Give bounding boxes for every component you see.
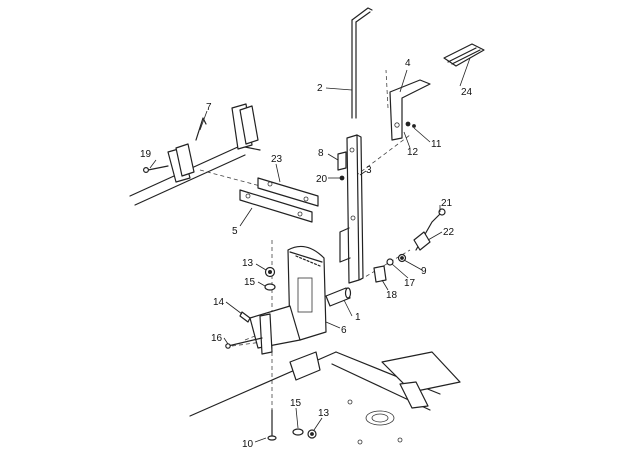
callout-17: 17 bbox=[404, 278, 416, 289]
callout-9: 9 bbox=[421, 266, 427, 277]
callout-20: 20 bbox=[316, 174, 328, 185]
callout-8: 8 bbox=[318, 148, 324, 159]
callout-13-lower: 13 bbox=[318, 408, 330, 419]
lever-arm-part-3 bbox=[339, 134, 364, 284]
fasteners-upper bbox=[225, 266, 276, 349]
leader-lines bbox=[149, 57, 471, 443]
pedal-arm-part-4 bbox=[389, 79, 431, 141]
quadrant-bracket-part-6 bbox=[249, 245, 327, 355]
callout-6: 6 bbox=[341, 325, 347, 336]
callout-16: 16 bbox=[211, 333, 223, 344]
callout-2: 2 bbox=[317, 83, 323, 94]
pedal-grip-part-23 bbox=[443, 43, 485, 67]
callout-5: 5 bbox=[232, 226, 238, 237]
floor-section bbox=[189, 351, 461, 445]
left-bracket-assembly bbox=[129, 103, 261, 206]
pin-part-1 bbox=[325, 287, 352, 307]
callout-21: 21 bbox=[441, 198, 453, 209]
callout-22: 22 bbox=[443, 227, 455, 238]
callout-1: 1 bbox=[355, 312, 361, 323]
callout-15-upper: 15 bbox=[244, 277, 256, 288]
spring-and-pin bbox=[337, 151, 347, 181]
linkage-parts bbox=[373, 208, 446, 283]
callout-23: 24 bbox=[461, 87, 473, 98]
callout-labels: 2 4 24 7 12 11 19 8 23 3 20 21 5 22 13 9… bbox=[140, 58, 473, 450]
callout-4: 4 bbox=[405, 58, 411, 69]
callout-7: 7 bbox=[206, 102, 212, 113]
callout-15-lower: 15 bbox=[290, 398, 302, 409]
callout-14: 14 bbox=[213, 297, 225, 308]
rod-part-2 bbox=[351, 7, 373, 119]
fasteners-lower bbox=[267, 409, 317, 441]
flat-plates bbox=[239, 177, 319, 223]
callout-13-upper: 13 bbox=[242, 258, 254, 269]
callout-18: 18 bbox=[386, 290, 398, 301]
callout-24: 23 bbox=[271, 154, 283, 165]
callout-12: 12 bbox=[407, 147, 419, 158]
callout-10: 10 bbox=[242, 439, 254, 450]
callout-19: 19 bbox=[140, 149, 152, 160]
callout-3: 3 bbox=[366, 165, 372, 176]
callout-11: 11 bbox=[431, 139, 442, 150]
